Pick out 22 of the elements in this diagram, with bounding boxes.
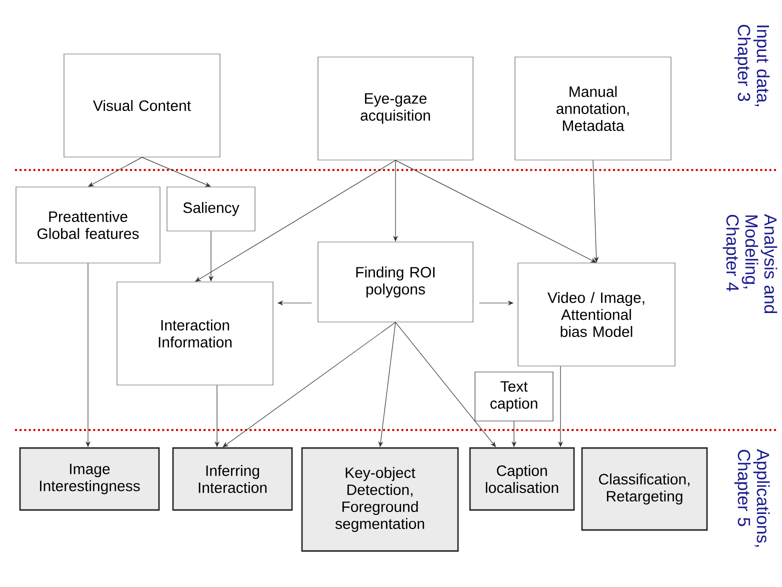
top-box: Video / Image, Attentional bias Model	[518, 262, 676, 366]
section-label: Input data, Chapter 3	[734, 24, 770, 106]
application-box: Inferring Interaction	[172, 447, 293, 511]
section-label: Applications, Chapter 5	[734, 449, 770, 547]
arrow	[195, 160, 396, 282]
top-box: Eye-gaze acquisition	[318, 56, 474, 160]
application-box: Classification, Retargeting	[581, 447, 708, 531]
arrow	[395, 160, 596, 263]
application-box: Key-object Detection, Foreground segmentation	[301, 447, 459, 552]
application-box: Caption localisation	[469, 447, 575, 511]
top-box: Visual Content	[64, 54, 220, 158]
top-box: Preattentive Global features	[16, 186, 160, 264]
text-box: Text caption	[474, 372, 554, 422]
arrow	[142, 157, 211, 187]
arrow	[222, 322, 396, 448]
section-label: Analysis and Modeling, Chapter 4	[722, 214, 778, 314]
top-box: Saliency	[166, 186, 256, 232]
application-box: Image Interestingness	[19, 447, 160, 511]
top-box: Finding ROI polygons	[318, 242, 474, 322]
top-box: Manual annotation, Metadata	[514, 56, 672, 160]
arrow	[88, 157, 142, 187]
top-box: Interaction Information	[116, 282, 274, 386]
